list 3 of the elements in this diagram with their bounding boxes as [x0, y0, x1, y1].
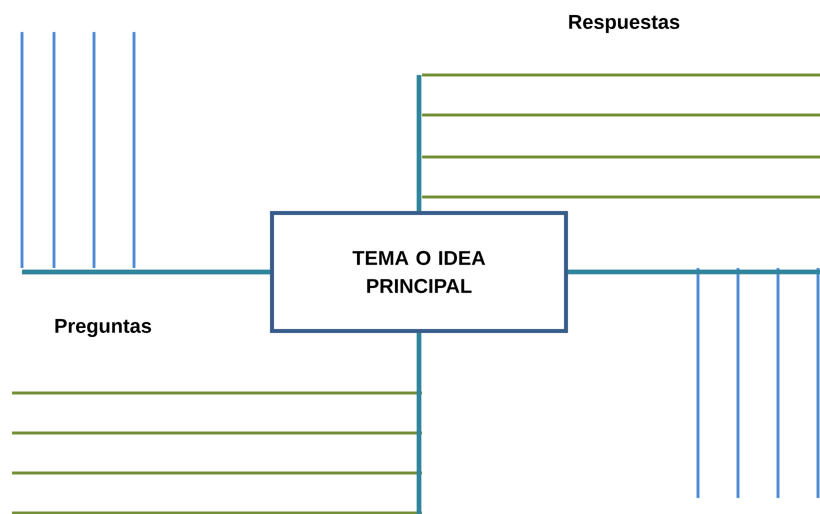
section-label: Respuestas: [569, 15, 680, 33]
section-label: Preguntas: [55, 319, 152, 337]
topic-box: TEMA O IDEA PRINCIPAL: [270, 211, 568, 333]
